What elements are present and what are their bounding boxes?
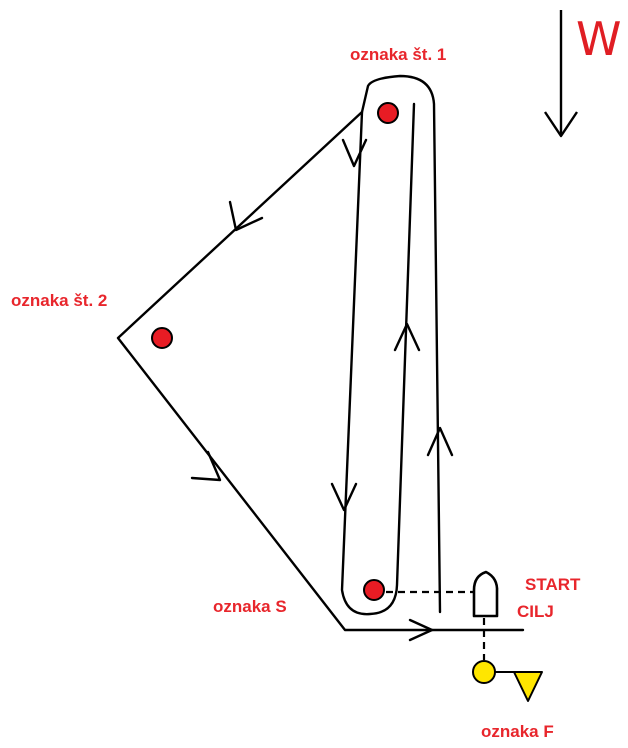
mark-1-buoy xyxy=(377,102,399,124)
mark-s-buoy xyxy=(363,579,385,601)
start-label: START xyxy=(525,575,581,594)
mark-f-buoy xyxy=(472,660,496,684)
mark-2-label: oznaka št. 2 xyxy=(11,291,107,310)
course-track-outer xyxy=(116,74,525,632)
wind-arrow-head xyxy=(544,111,578,138)
mark-1-label: oznaka št. 1 xyxy=(350,45,446,64)
direction-arrow xyxy=(228,200,264,232)
direction-arrow xyxy=(190,450,222,482)
mark-f-flag-icon xyxy=(513,671,543,702)
wind-indicator: W xyxy=(544,10,621,138)
direction-arrow xyxy=(330,482,358,512)
course-track-inner-loop xyxy=(340,102,416,616)
direction-arrow xyxy=(408,618,434,642)
direction-arrow xyxy=(393,322,421,352)
direction-arrows xyxy=(190,138,454,642)
wind-label: W xyxy=(576,12,621,66)
direction-arrow xyxy=(426,426,454,457)
finish-label: CILJ xyxy=(517,602,554,621)
mark-f-label: oznaka F xyxy=(481,722,554,741)
mark-s-label: oznaka S xyxy=(213,597,287,616)
mark-2-buoy xyxy=(151,327,173,349)
committee-boat-icon xyxy=(472,570,499,618)
direction-arrow xyxy=(341,138,368,168)
